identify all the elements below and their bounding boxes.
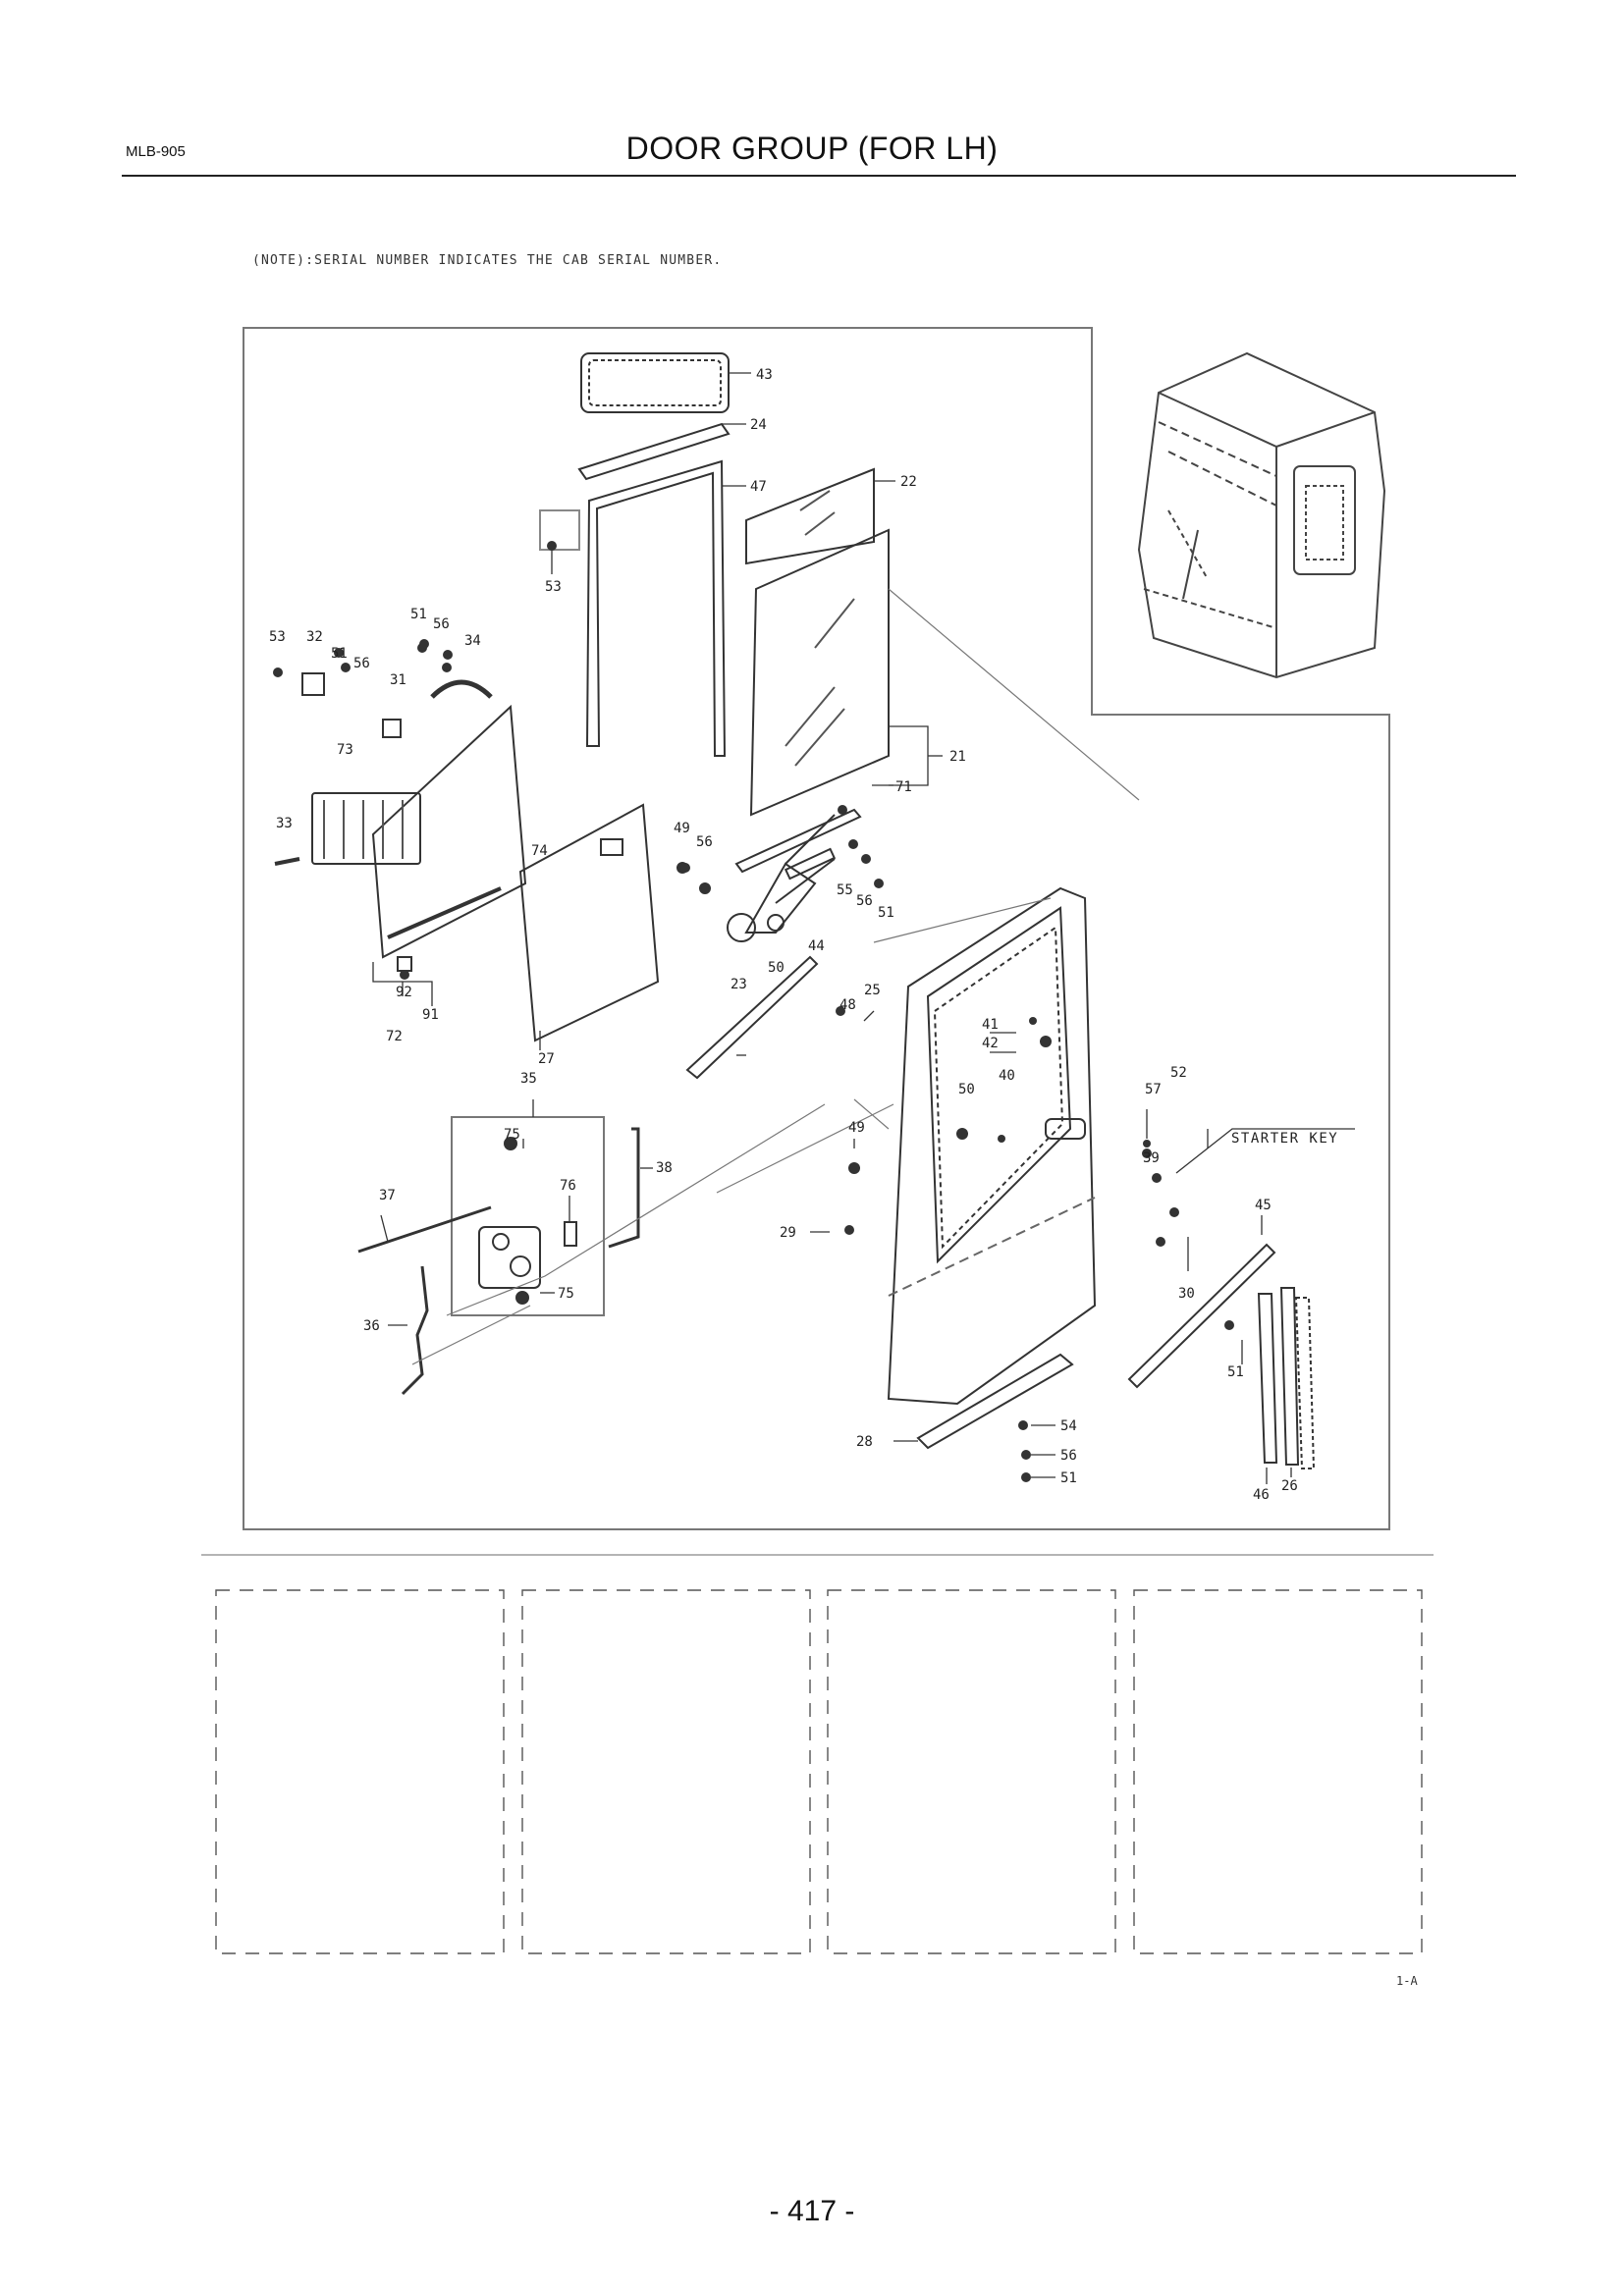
callout-76: 76 <box>560 1178 576 1194</box>
starter-key-label: STARTER KEY <box>1231 1131 1338 1147</box>
glass-panes <box>745 467 1140 817</box>
callout-35: 35 <box>520 1071 537 1087</box>
diagram-frame <box>243 327 1390 1530</box>
callout-leaders <box>372 372 1355 1484</box>
page-number: - 417 - <box>769 2195 855 2227</box>
door-frame <box>716 886 1097 1406</box>
callout-52: 52 <box>1170 1065 1187 1081</box>
sheet-reference: 1-A <box>1396 1974 1418 1988</box>
callout-40: 40 <box>999 1068 1015 1084</box>
callout-28: 28 <box>856 1434 873 1450</box>
callout-75a: 75 <box>504 1127 520 1143</box>
callout-51d: 51 <box>1227 1364 1244 1380</box>
callout-46: 46 <box>1253 1487 1270 1503</box>
callout-23: 23 <box>731 977 747 992</box>
callout-55: 55 <box>837 882 853 898</box>
document-code: MLB-905 <box>126 143 186 160</box>
callout-56e: 56 <box>1060 1448 1077 1464</box>
serial-number-boxes <box>215 1589 1423 1954</box>
serial-box-2 <box>521 1589 811 1954</box>
callout-49a: 49 <box>674 821 690 836</box>
callout-47: 47 <box>750 479 767 495</box>
cab-inset-illustration <box>1137 351 1386 679</box>
callout-44: 44 <box>808 938 825 954</box>
callout-50a: 50 <box>768 960 785 976</box>
callout-51b: 51 <box>331 646 348 662</box>
callout-74: 74 <box>531 843 548 859</box>
serial-box-3 <box>827 1589 1116 1954</box>
callout-41: 41 <box>982 1017 999 1033</box>
callout-43: 43 <box>756 367 773 383</box>
serial-box-4 <box>1133 1589 1423 1954</box>
callout-73: 73 <box>337 742 353 758</box>
serial-number-note: (NOTE):SERIAL NUMBER INDICATES THE CAB S… <box>252 253 723 268</box>
seal-strips <box>685 955 1316 1469</box>
callout-57: 57 <box>1145 1082 1162 1097</box>
callout-48: 48 <box>839 997 856 1013</box>
callout-21: 21 <box>949 749 966 765</box>
callout-56b: 56 <box>353 656 370 671</box>
callout-51e: 51 <box>1060 1470 1077 1486</box>
callout-30: 30 <box>1178 1286 1195 1302</box>
serial-box-1 <box>215 1589 505 1954</box>
callout-26: 26 <box>1281 1478 1298 1494</box>
callout-25: 25 <box>864 983 881 998</box>
callout-36: 36 <box>363 1318 380 1334</box>
callout-75b: 75 <box>558 1286 574 1302</box>
callout-71: 71 <box>895 779 912 795</box>
door-lock-assembly <box>357 1103 826 1396</box>
callout-38: 38 <box>656 1160 673 1176</box>
callout-45: 45 <box>1255 1198 1272 1213</box>
callout-32: 32 <box>306 629 323 645</box>
callout-22: 22 <box>900 474 917 490</box>
callout-39: 39 <box>1143 1150 1160 1166</box>
callout-91: 91 <box>422 1007 439 1023</box>
window-seal-parts <box>539 352 731 757</box>
callout-27: 27 <box>538 1051 555 1067</box>
callout-56a: 56 <box>433 616 450 632</box>
callout-29: 29 <box>780 1225 796 1241</box>
hardware-fasteners <box>341 541 1234 1482</box>
callout-56c: 56 <box>696 834 713 850</box>
header-rule <box>122 175 1516 177</box>
callout-53a: 53 <box>545 579 562 595</box>
callout-53b: 53 <box>269 629 286 645</box>
callout-34: 34 <box>464 633 481 649</box>
callout-72: 72 <box>386 1029 403 1044</box>
callout-56d: 56 <box>856 893 873 909</box>
callout-51a: 51 <box>410 607 427 622</box>
window-regulator <box>677 808 862 942</box>
callout-31: 31 <box>390 672 406 688</box>
callout-49b: 49 <box>848 1120 865 1136</box>
interior-trim-panel <box>273 643 660 1042</box>
callout-92: 92 <box>396 985 412 1000</box>
callout-33: 33 <box>276 816 293 831</box>
callout-51c: 51 <box>878 905 894 921</box>
callout-37: 37 <box>379 1188 396 1203</box>
page-title: DOOR GROUP (FOR LH) <box>625 131 999 166</box>
callout-24: 24 <box>750 417 767 433</box>
callout-labels: 43 24 47 22 53 51 56 34 53 32 51 56 31 7… <box>269 367 1338 1503</box>
callout-54: 54 <box>1060 1418 1077 1434</box>
callout-42: 42 <box>982 1036 999 1051</box>
callout-50b: 50 <box>958 1082 975 1097</box>
